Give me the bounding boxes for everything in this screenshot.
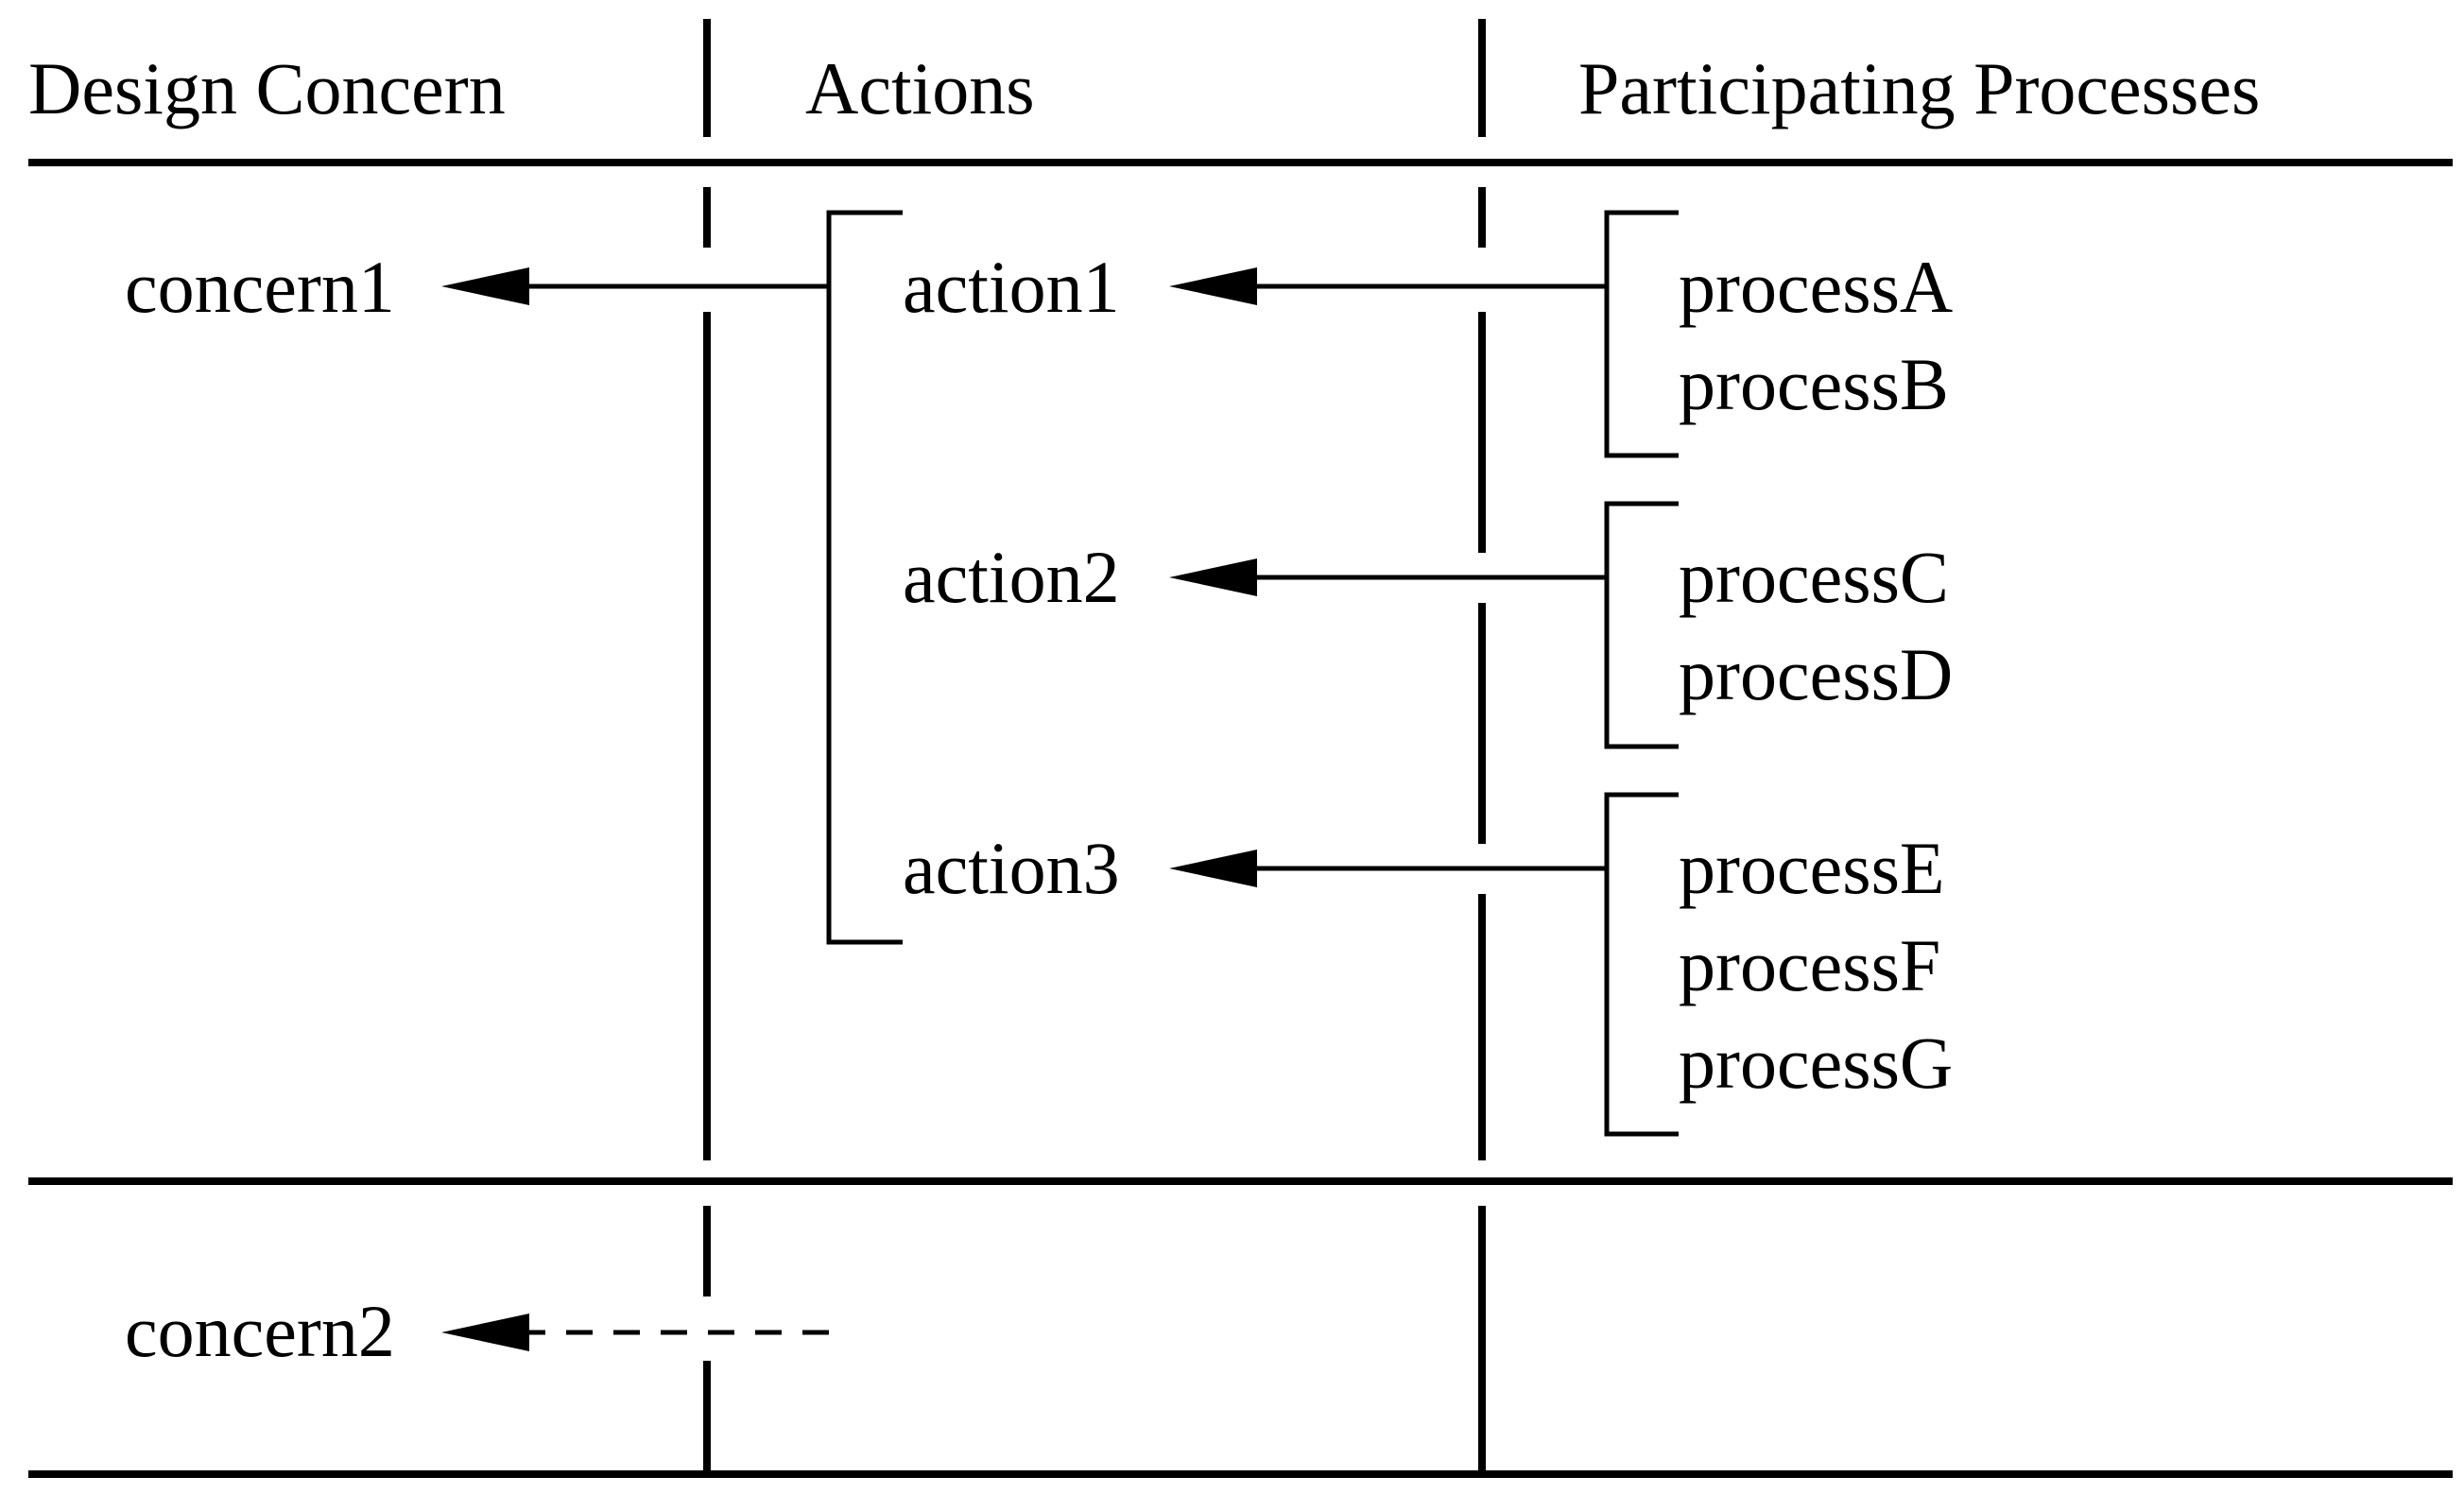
process-label: processB [1679, 343, 1949, 425]
arrowhead [1169, 267, 1257, 305]
process-label: processE [1679, 827, 1945, 909]
action-label: action1 [903, 246, 1120, 328]
process-label: processF [1679, 924, 1940, 1006]
process-group-bracket [1604, 501, 1679, 749]
process-label: processA [1679, 246, 1953, 328]
concern-label: concern1 [125, 246, 395, 328]
arrowhead [1169, 850, 1257, 887]
actions-bracket [826, 210, 903, 945]
header-participating-processes: Participating Processes [1578, 47, 2260, 129]
process-group-bracket [1604, 792, 1679, 1137]
arrowhead [441, 267, 529, 305]
action-label: action3 [903, 827, 1120, 909]
arrowhead [441, 1314, 529, 1351]
header-design-concern: Design Concern [28, 47, 506, 129]
arrowhead [1169, 558, 1257, 596]
action-label: action2 [903, 536, 1120, 618]
process-label: processD [1679, 633, 1953, 715]
process-group-bracket [1604, 210, 1679, 458]
process-label: processG [1679, 1022, 1953, 1104]
process-label: processC [1679, 536, 1949, 618]
header-actions: Actions [805, 47, 1035, 129]
concern-label: concern2 [125, 1290, 395, 1372]
